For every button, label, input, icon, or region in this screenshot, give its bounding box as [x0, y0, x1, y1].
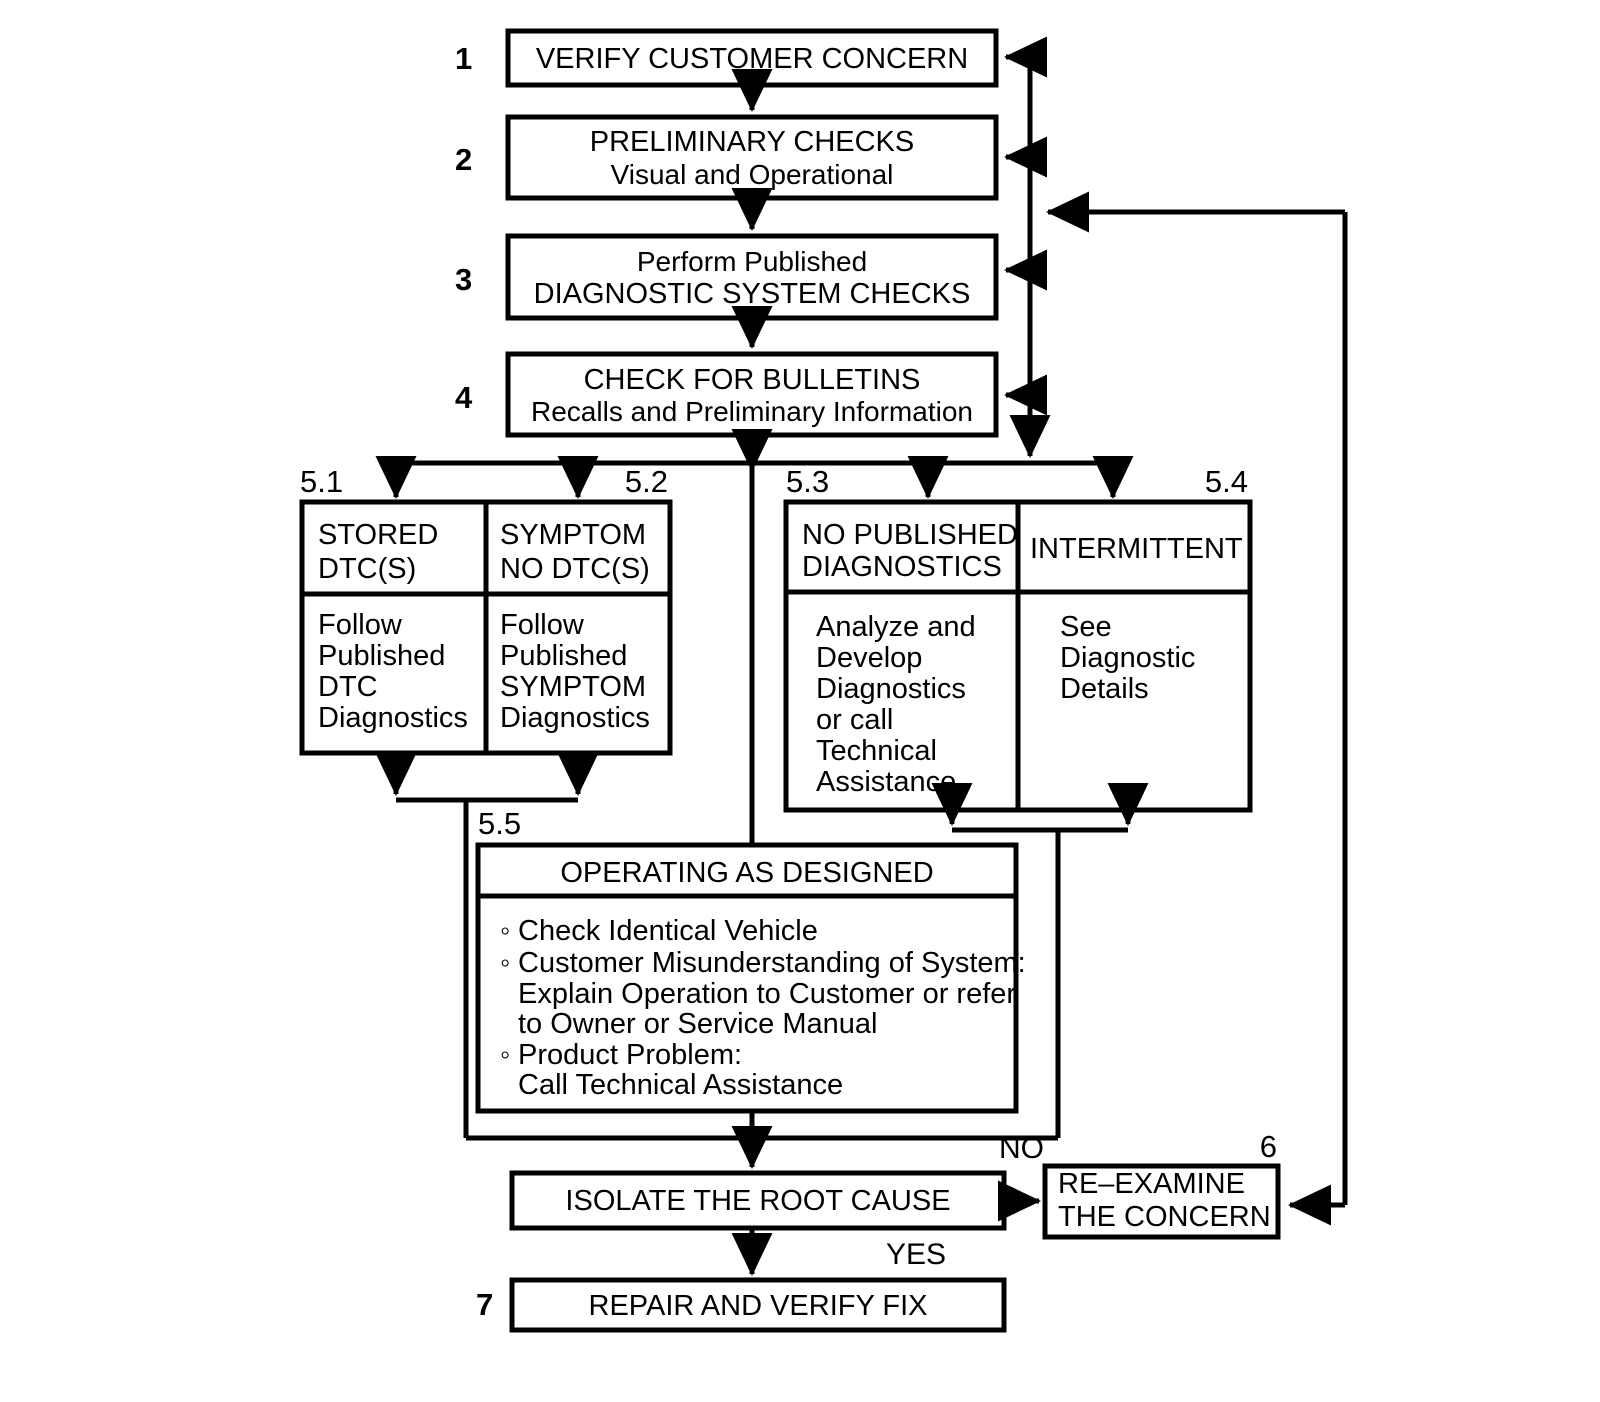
branch-5-4-number: 5.4 — [1205, 464, 1248, 499]
isolate-root-cause-label: ISOLATE THE ROOT CAUSE — [565, 1185, 950, 1217]
operating-bullet-2-marker: ◦ — [500, 947, 510, 979]
branch-5-1-body-line3: DTC — [318, 671, 378, 703]
step-3-label-line1: Perform Published — [637, 246, 867, 277]
edge-label-no: NO — [999, 1132, 1044, 1165]
step-3-label-line2: DIAGNOSTIC SYSTEM CHECKS — [534, 278, 971, 310]
operating-as-designed-box[interactable] — [475, 842, 1019, 1114]
step-1-number: 1 — [455, 41, 472, 76]
step-3-number: 3 — [455, 262, 472, 297]
re-examine-line1: RE–EXAMINE — [1058, 1168, 1245, 1200]
operating-bullet-2-line2: Explain Operation to Customer or refer — [518, 978, 1016, 1010]
branch-5-3-body-line6: Assistance — [816, 766, 956, 798]
operating-bullet-1-line1: Check Identical Vehicle — [518, 915, 818, 947]
step-2-label-line1: PRELIMINARY CHECKS — [590, 126, 914, 158]
operating-bullet-3-line2: Call Technical Assistance — [518, 1069, 843, 1101]
operating-bullet-1-marker: ◦ — [500, 915, 510, 947]
branch-5-2-header-line1: SYMPTOM — [500, 519, 646, 551]
step-2-number: 2 — [455, 142, 472, 177]
repair-verify-box[interactable] — [509, 1277, 1007, 1333]
branch-5-4-body-line3: Details — [1060, 673, 1149, 705]
repair-verify-label: REPAIR AND VERIFY FIX — [589, 1290, 928, 1322]
branch-5-3-header-line1: NO PUBLISHED — [802, 519, 1018, 551]
operating-bullet-2-line1: Customer Misunderstanding of System: — [518, 947, 1026, 979]
operating-bullet-2-line3: to Owner or Service Manual — [518, 1008, 877, 1040]
branch-5-3-header-line2: DIAGNOSTICS — [802, 551, 1002, 583]
re-examine-number: 6 — [1260, 1129, 1277, 1164]
step-4-label-line2: Recalls and Preliminary Information — [531, 396, 973, 427]
step-2-label-line2: Visual and Operational — [611, 159, 894, 190]
branch-5-4-header-line1: INTERMITTENT — [1030, 533, 1243, 565]
branch-5-4-body-line2: Diagnostic — [1060, 642, 1195, 674]
isolate-root-cause-box[interactable] — [509, 1170, 1007, 1231]
operating-as-designed-title: OPERATING AS DESIGNED — [560, 857, 933, 889]
branch-5-1-body-line1: Follow — [318, 609, 403, 641]
step-4-label-line1: CHECK FOR BULLETINS — [584, 364, 921, 396]
branch-5-1-body-line4: Diagnostics — [318, 702, 468, 734]
branch-5-3-body-line4: or call — [816, 704, 893, 736]
branch-5-1-header-line1: STORED — [318, 519, 438, 551]
branch-5-2-body-line2: Published — [500, 640, 627, 672]
re-examine-line2: THE CONCERN — [1058, 1201, 1271, 1233]
branch-5-3-body-line3: Diagnostics — [816, 673, 966, 705]
edge-label-yes: YES — [886, 1238, 946, 1271]
branch-5-1-header-line2: DTC(S) — [318, 553, 416, 585]
step-1-label: VERIFY CUSTOMER CONCERN — [536, 43, 968, 75]
branch-5-2-body-line3: SYMPTOM — [500, 671, 646, 703]
operating-as-designed-number: 5.5 — [478, 806, 521, 841]
step-4-number: 4 — [455, 380, 473, 415]
branch-5-2-header-line2: NO DTC(S) — [500, 553, 650, 585]
operating-bullet-3-marker: ◦ — [500, 1039, 510, 1071]
repair-verify-number: 7 — [476, 1287, 493, 1322]
branch-5-3-number: 5.3 — [786, 464, 829, 499]
branch-5-3-body-line5: Technical — [816, 735, 937, 767]
step-4-box[interactable] — [505, 351, 999, 438]
branch-5-1-body-line2: Published — [318, 640, 445, 672]
branch-5-4-body-line1: See — [1060, 611, 1112, 643]
branch-5-3-body-line1: Analyze and — [816, 611, 976, 643]
branch-5-2-number: 5.2 — [625, 464, 668, 499]
re-examine-box[interactable] — [1042, 1163, 1281, 1240]
branch-5-2-body-line1: Follow — [500, 609, 585, 641]
operating-bullet-3-line1: Product Problem: — [518, 1039, 742, 1071]
branch-5-2-body-line4: Diagnostics — [500, 702, 650, 734]
branch-5-1-number: 5.1 — [300, 464, 343, 499]
branch-5-3-body-line2: Develop — [816, 642, 922, 674]
